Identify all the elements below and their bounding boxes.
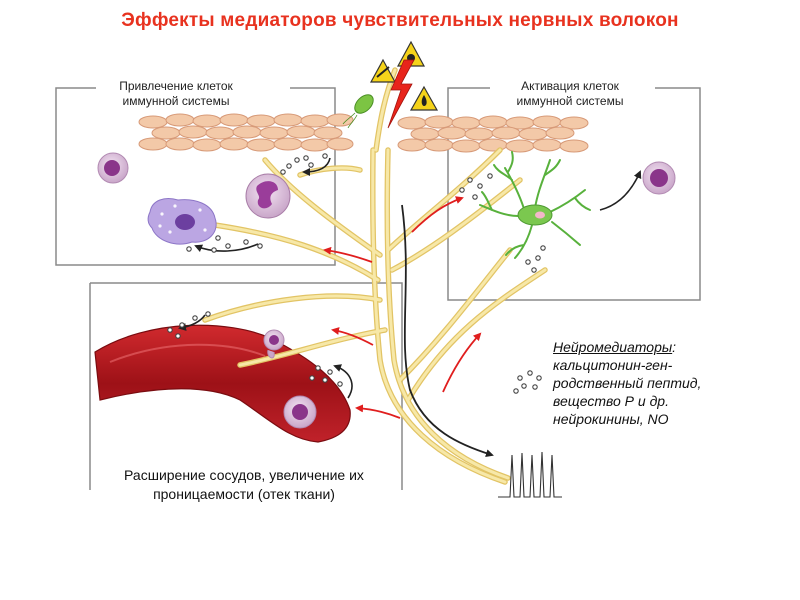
warning-triangle-icon — [369, 58, 397, 83]
panel-label-activation-line2: иммунной системы — [516, 94, 624, 108]
panel-label-recruitment: Привлечение клеток иммунной системы — [96, 79, 256, 109]
mast-cell — [147, 198, 217, 245]
lightning-icon — [387, 59, 415, 129]
antidromic-arrows — [323, 196, 482, 419]
immune-cell-round — [97, 152, 129, 184]
vessel-caption-line2: проницаемости (отек ткани) — [153, 486, 335, 502]
panel-label-recruitment-line2: иммунной системы — [122, 94, 230, 108]
neuromediators-legend: Нейромедиаторы: кальцитонин-ген- родстве… — [553, 338, 773, 428]
neutrophil-cell — [245, 173, 291, 219]
leukocyte-vessel-top — [263, 329, 285, 359]
panel-activation-frame — [447, 87, 701, 301]
panel-vessel-frame — [89, 282, 403, 490]
vessel-caption-line1: Расширение сосудов, увеличение их — [124, 467, 364, 483]
legend-heading-suffix: : — [672, 339, 677, 355]
epithelium-left — [138, 113, 354, 152]
neuromediator-granules — [167, 153, 546, 387]
legend-line: вещество Р и др. — [553, 393, 669, 409]
leukocyte-vessel — [283, 395, 317, 429]
panel-label-activation-line1: Активация клеток — [521, 79, 619, 93]
diagram-title: Эффекты медиаторов чувствительных нервны… — [121, 10, 679, 31]
panel-recruitment-frame — [55, 87, 336, 266]
bacterium-icon — [342, 94, 374, 129]
release-arrows — [178, 157, 642, 399]
legend-line: нейрокинины, NO — [553, 411, 669, 427]
warning-triangle-icon — [409, 85, 439, 111]
immune-cell-activated — [642, 161, 676, 195]
blood-vessel — [94, 324, 351, 443]
vessel-caption: Расширение сосудов, увеличение их прониц… — [85, 466, 403, 504]
panel-label-activation: Активация клеток иммунной системы — [490, 79, 650, 109]
legend-heading: Нейромедиаторы — [553, 339, 673, 355]
panel-label-recruitment-line1: Привлечение клеток — [119, 79, 233, 93]
dendritic-cell — [479, 151, 591, 259]
legend-granules — [513, 370, 542, 394]
epithelium-right — [397, 115, 589, 153]
action-potential-trace — [498, 451, 562, 498]
orthodromic-arrow — [401, 204, 494, 458]
legend-line: родственный пептид, — [553, 375, 702, 391]
legend-line: кальцитонин-ген- — [553, 357, 673, 373]
legend-heading-row: Нейромедиаторы: — [553, 338, 773, 356]
